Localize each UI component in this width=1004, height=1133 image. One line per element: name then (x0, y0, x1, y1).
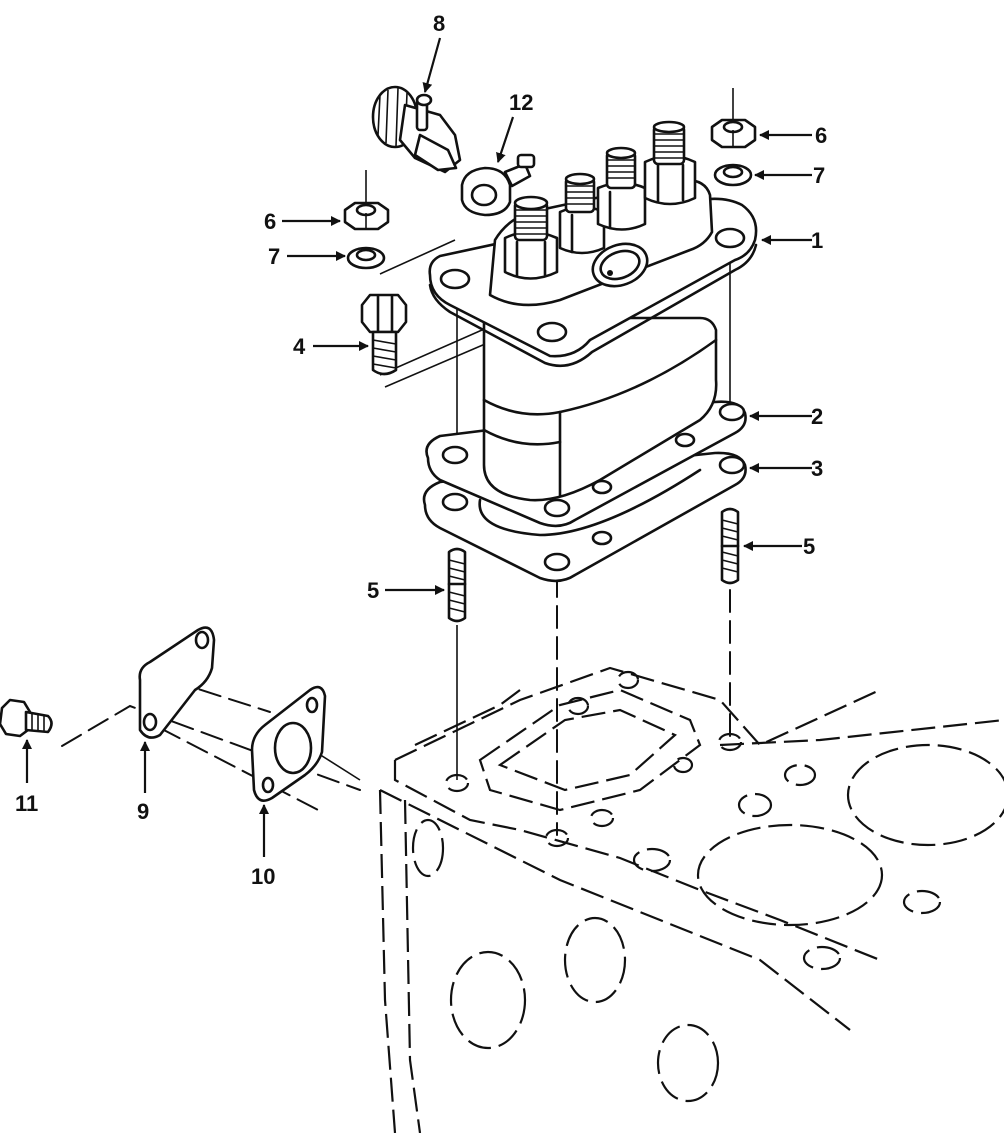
bolt (360, 293, 408, 376)
nut-right (710, 118, 757, 149)
callout-12: 12 (509, 90, 533, 115)
engine-block-outline (378, 666, 1004, 1133)
cover-plate (250, 685, 327, 802)
delivery-valve-1 (503, 195, 559, 280)
delivery-valve-4 (643, 120, 697, 206)
callout-labels: 1 2 3 4 5 5 6 6 7 7 8 9 10 11 12 (15, 11, 827, 889)
delivery-valve-3 (596, 146, 647, 231)
fuel-fitting (460, 153, 536, 217)
priming-pump (371, 85, 462, 174)
washer-right (713, 163, 753, 187)
callout-6-right: 6 (815, 123, 827, 148)
callout-3: 3 (811, 456, 823, 481)
callout-6-left: 6 (264, 209, 276, 234)
delivery-valve-2 (558, 172, 606, 255)
callout-5-right: 5 (803, 534, 815, 559)
callout-5-left: 5 (367, 578, 379, 603)
callout-1: 1 (811, 228, 823, 253)
cover-gasket (138, 626, 216, 739)
callout-7-right: 7 (813, 163, 825, 188)
callout-7-left: 7 (268, 244, 280, 269)
callout-leaders (22, 37, 812, 857)
washer-left (346, 246, 386, 270)
callout-2: 2 (811, 404, 823, 429)
stud-left (447, 547, 467, 623)
nut-left (343, 201, 390, 231)
delivery-valve-holders (503, 120, 697, 280)
callout-4: 4 (293, 334, 306, 359)
cover-bolt (0, 698, 53, 738)
callout-9: 9 (137, 799, 149, 824)
stud-right (720, 507, 740, 585)
callout-8: 8 (433, 11, 445, 36)
callout-11: 11 (15, 791, 38, 816)
callout-10: 10 (251, 864, 275, 889)
